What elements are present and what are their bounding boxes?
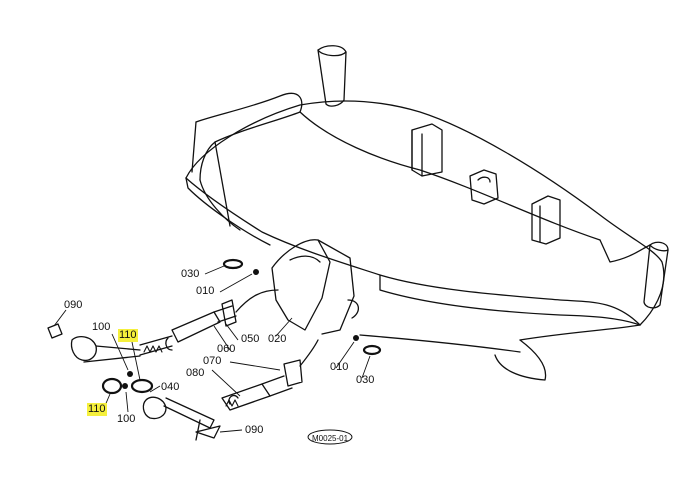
connecting-rod bbox=[235, 289, 279, 313]
callout-020: 020 bbox=[268, 333, 287, 345]
callout-010-upper: 010 bbox=[196, 285, 215, 297]
lower-link-assembly bbox=[221, 359, 303, 411]
spring-lower bbox=[225, 399, 239, 407]
washer-100-bottom bbox=[122, 383, 128, 389]
figure-code-badge bbox=[307, 429, 353, 445]
callout-030-lower: 030 bbox=[356, 374, 375, 386]
o-ring-030-lower bbox=[362, 344, 382, 356]
callout-100-left: 100 bbox=[92, 321, 111, 333]
callout-090-top: 090 bbox=[64, 299, 83, 311]
callout-080: 080 bbox=[186, 367, 205, 379]
o-ring-030-upper bbox=[222, 258, 244, 270]
callout-090-bottom: 090 bbox=[245, 424, 264, 436]
figure-code: M0025-01 bbox=[312, 434, 349, 443]
nut-010-upper bbox=[253, 269, 259, 275]
callout-030-upper: 030 bbox=[181, 268, 200, 280]
callout-100-bottom: 100 bbox=[117, 413, 136, 425]
callout-050: 050 bbox=[241, 333, 260, 345]
ring-110-bottom bbox=[101, 377, 123, 395]
callout-040: 040 bbox=[161, 381, 180, 393]
connecting-rod-lower bbox=[299, 339, 319, 367]
lower-lift-arm bbox=[142, 396, 221, 441]
callout-110-bottom: 110 bbox=[87, 403, 107, 416]
spring-upper bbox=[143, 345, 163, 353]
callout-060: 060 bbox=[217, 343, 236, 355]
upper-link-assembly bbox=[139, 299, 237, 356]
ring-110-top bbox=[130, 378, 154, 394]
callout-070: 070 bbox=[203, 355, 222, 367]
mower-deck bbox=[185, 45, 669, 381]
nut-010-lower bbox=[353, 335, 359, 341]
washer-100-left bbox=[127, 371, 133, 377]
callout-110-top: 110 bbox=[118, 329, 138, 342]
callout-010-lower: 010 bbox=[330, 361, 349, 373]
